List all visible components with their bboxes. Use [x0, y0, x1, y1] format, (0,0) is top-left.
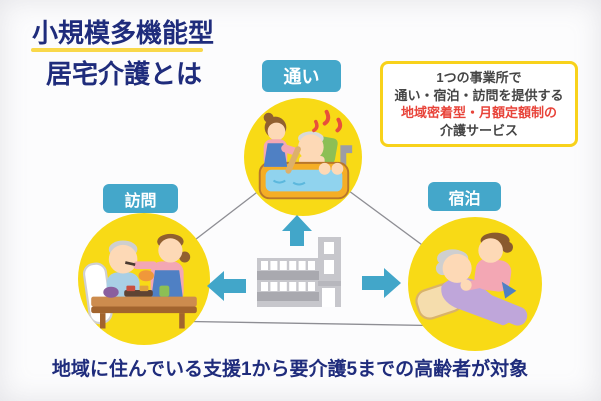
page-title-line1: 小規模多機能型 [32, 18, 215, 48]
page-title-line2: 居宅介護とは [46, 59, 203, 89]
node-homon-circle [78, 213, 210, 345]
arrow-up-icon [282, 215, 312, 246]
node-homon-badge: 訪問 [103, 184, 178, 213]
arrow-right-icon [362, 268, 401, 298]
info-line: 介護サービス [439, 122, 518, 138]
title-underline [31, 48, 203, 52]
info-line: 通い・宿泊・訪問を提供する [394, 87, 564, 103]
info-line: 1つの事業所で [436, 70, 522, 85]
node-shukuhaku-badge: 宿泊 [428, 182, 501, 211]
overnight-care-illustration [415, 232, 528, 326]
arrow-left-icon [207, 271, 246, 301]
meal-assistance-illustration [82, 233, 197, 329]
target-audience-text: 地域に住んでいる支援1から要介護5までの高齢者が対象 [51, 359, 529, 380]
node-kayoi-circle [244, 98, 362, 216]
bathing-assistance-illustration [258, 109, 353, 200]
care-facility-building-icon [257, 237, 341, 307]
node-kayoi-badge: 通い [262, 60, 341, 92]
service-description-box: 1つの事業所で 通い・宿泊・訪問を提供する 地域密着型・月額定額制の 介護サービ… [380, 61, 578, 147]
info-line-highlighted: 地域密着型・月額定額制の [400, 105, 557, 120]
node-shukuhaku-circle [408, 217, 542, 351]
